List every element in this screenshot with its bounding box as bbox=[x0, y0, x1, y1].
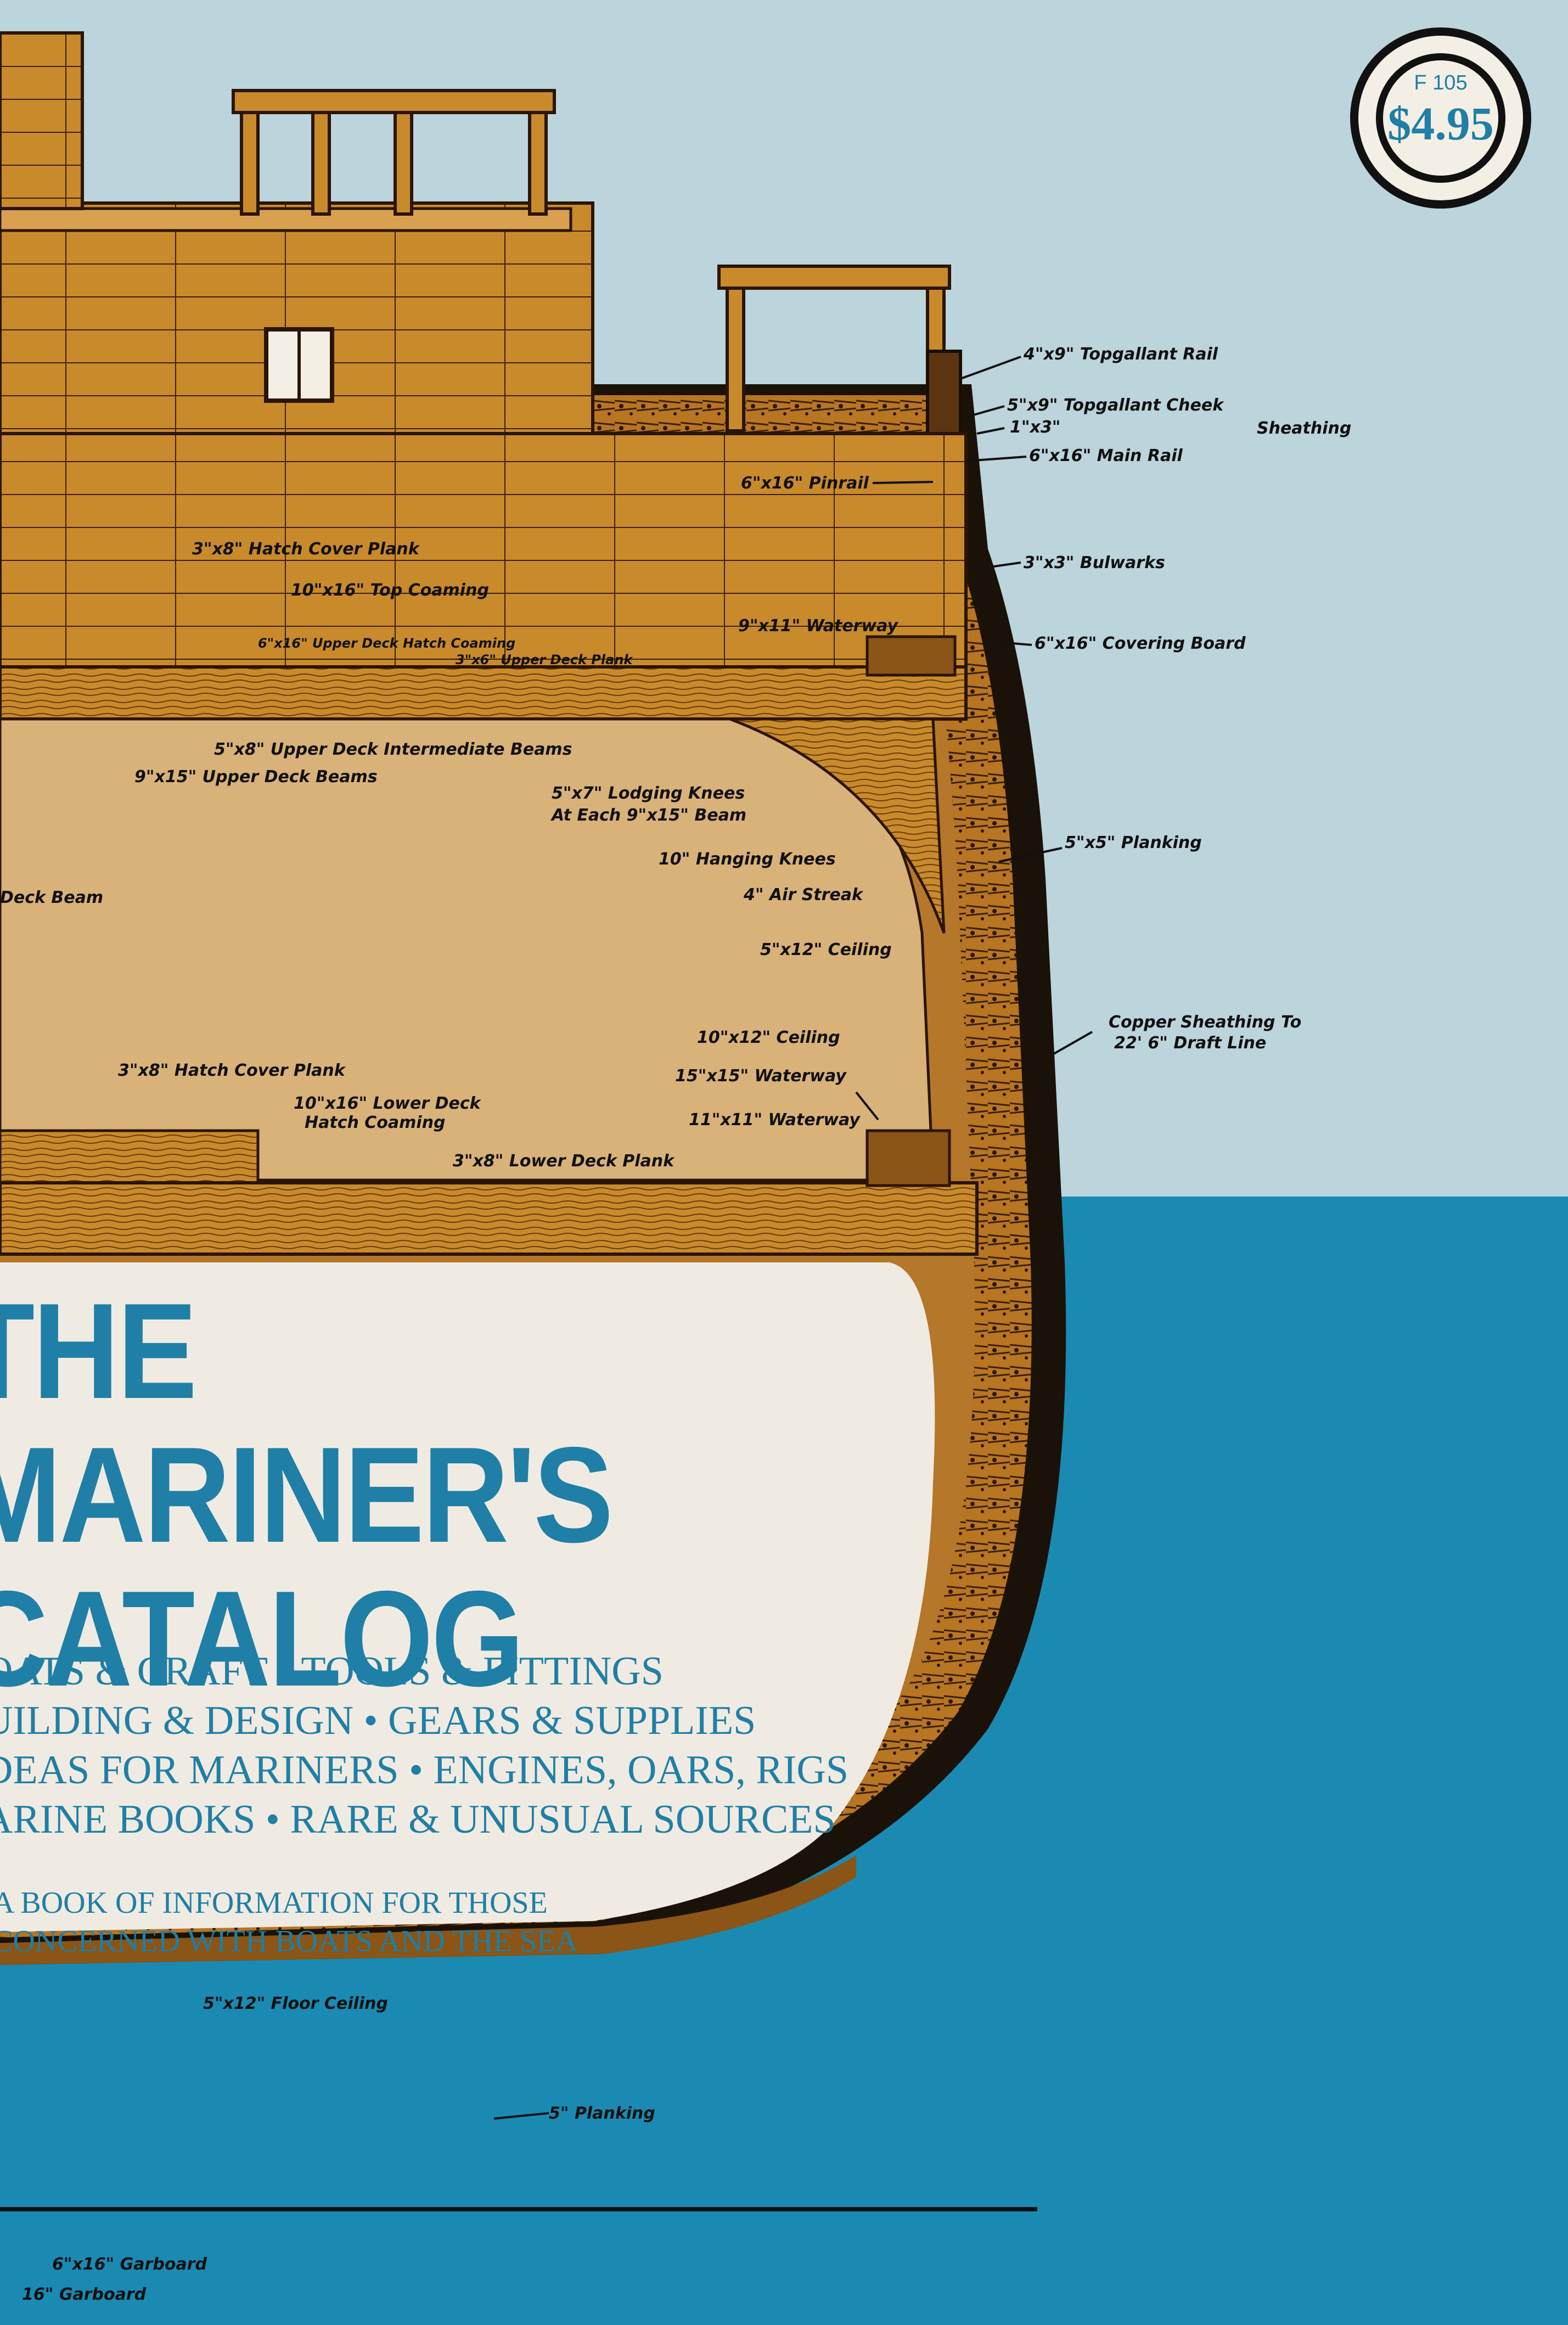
catalog-code: F 105 bbox=[1414, 71, 1468, 94]
chimney bbox=[0, 31, 84, 210]
deckhouse-roof bbox=[0, 207, 572, 232]
tagline-line: CONCERNED WITH BOATS AND THE SEA bbox=[0, 1924, 578, 1958]
label-planking-mid: 5"x5" Planking bbox=[1065, 833, 1202, 852]
label-lower-deck-hatch: 10"x16" Lower Deck bbox=[294, 1094, 482, 1113]
label-topgallant-rail: 4"x9" Topgallant Rail bbox=[1023, 345, 1218, 364]
title-line-3: CATALOG bbox=[0, 1562, 524, 1715]
subject-line: DEAS FOR MARINERS • ENGINES, OARS, RIGS bbox=[0, 1748, 849, 1793]
label-top-coaming: 10"x16" Top Coaming bbox=[291, 581, 489, 600]
label-floor-ceiling: 5"x12" Floor Ceiling bbox=[203, 1994, 388, 2013]
title-line-1: THE bbox=[0, 1274, 197, 1427]
label-copper-sheathing: Copper Sheathing To bbox=[1109, 1013, 1301, 1032]
label-air-streak: 4" Air Streak bbox=[743, 885, 864, 905]
compass-rose bbox=[1350, 27, 1531, 209]
subject-line: ARINE BOOKS • RARE & UNUSUAL SOURCES bbox=[0, 1797, 836, 1842]
lower-deck bbox=[0, 1181, 979, 1256]
title-line-2: MARINER'S bbox=[0, 1418, 614, 1571]
label-lodging-knees: 5"x7" Lodging Knees bbox=[552, 784, 745, 803]
label-lower-deck-plank: 3"x8" Lower Deck Plank bbox=[453, 1152, 675, 1171]
book-title: THE MARINER'S CATALOG bbox=[0, 1279, 933, 1710]
label-planking-low: 5" Planking bbox=[549, 2104, 655, 2123]
upper-deck-beam bbox=[0, 665, 968, 721]
label-garboard-1: 6"x16" Garboard bbox=[52, 2255, 207, 2274]
label-waterway-1515: 15"x15" Waterway bbox=[675, 1066, 847, 1086]
label-sheathing: Sheathing bbox=[1257, 419, 1351, 438]
label-garboard-2: 16" Garboard bbox=[22, 2285, 147, 2304]
label-copper-sheathing-2: 22' 6" Draft Line bbox=[1114, 1034, 1266, 1053]
label-ceiling-512: 5"x12" Ceiling bbox=[760, 940, 892, 959]
price-badge: F 105 $4.95 bbox=[1347, 25, 1534, 211]
label-lower-deck-hatch-2: Hatch Coaming bbox=[305, 1113, 446, 1132]
label-upper-deck-hatch-coaming: 6"x16" Upper Deck Hatch Coaming bbox=[258, 636, 515, 651]
label-ceiling-1012: 10"x12" Ceiling bbox=[697, 1028, 840, 1047]
label-hatch-cover-plank-upper: 3"x8" Hatch Cover Plank bbox=[192, 540, 420, 559]
price: $4.95 bbox=[1387, 97, 1494, 150]
floor-planking bbox=[0, 1855, 856, 1965]
waterway-upper bbox=[866, 635, 957, 677]
label-upper-deck-plank: 3"x6" Upper Deck Plank bbox=[456, 652, 633, 667]
top-rail bbox=[232, 89, 951, 433]
subject-list: OATS & CRAFT • TOOLS & FITTINGS UILDING … bbox=[0, 1647, 933, 1844]
label-waterway-upper: 9"x11" Waterway bbox=[738, 616, 898, 636]
label-lodging-knees-2: At Each 9"x15" Beam bbox=[550, 806, 746, 825]
hanging-knee bbox=[729, 717, 946, 934]
waterway-lower bbox=[866, 1129, 951, 1187]
label-intermediate-beams: 5"x8" Upper Deck Intermediate Beams bbox=[214, 740, 572, 759]
subject-line: UILDING & DESIGN • GEARS & SUPPLIES bbox=[0, 1698, 756, 1743]
label-one-by-three: 1"x3" bbox=[1010, 418, 1060, 437]
label-upper-deck-beams: 9"x15" Upper Deck Beams bbox=[134, 767, 378, 787]
label-covering-board: 6"x16" Covering Board bbox=[1035, 634, 1246, 653]
label-topgallant-cheek: 5"x9" Topgallant Cheek bbox=[1007, 396, 1224, 415]
subject-line: OATS & CRAFT • TOOLS & FITTINGS bbox=[0, 1649, 664, 1694]
lower-deck-coaming bbox=[0, 1129, 260, 1187]
title-panel bbox=[0, 1262, 935, 1932]
label-pinrail: 6"x16" Pinrail bbox=[741, 474, 869, 493]
label-hanging-knees: 10" Hanging Knees bbox=[659, 850, 836, 869]
label-hatch-cover-plank-lower: 3"x8" Hatch Cover Plank bbox=[118, 1061, 346, 1080]
tagline-line: A BOOK OF INFORMATION FOR THOSE bbox=[0, 1886, 548, 1920]
label-waterway-1111: 11"x11" Waterway bbox=[689, 1110, 861, 1130]
label-main-rail: 6"x16" Main Rail bbox=[1029, 446, 1183, 465]
tagline: A BOOK OF INFORMATION FOR THOSE CONCERNE… bbox=[0, 1884, 878, 1961]
label-bulwarks: 3"x3" Bulwarks bbox=[1024, 553, 1165, 572]
label-deck-beam: Deck Beam bbox=[0, 888, 103, 907]
upper-deck-house bbox=[0, 432, 968, 671]
